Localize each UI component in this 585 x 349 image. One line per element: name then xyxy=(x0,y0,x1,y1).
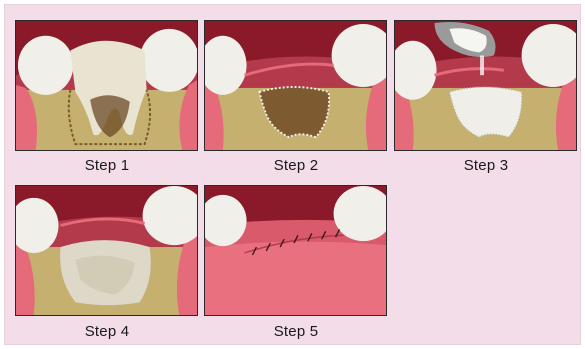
step-1-illustration xyxy=(15,20,198,151)
procedure-figure: Step 1 Step 2 xyxy=(4,4,581,345)
step-3-illustration xyxy=(394,20,577,151)
step-5-caption: Step 5 xyxy=(206,323,386,340)
step-4-illustration xyxy=(15,185,198,316)
step-4-caption: Step 4 xyxy=(17,323,197,340)
step-2-caption: Step 2 xyxy=(206,157,386,174)
step-5-illustration xyxy=(204,185,387,316)
step-2-illustration xyxy=(204,20,387,151)
step-1-caption: Step 1 xyxy=(17,157,197,174)
step-3-caption: Step 3 xyxy=(396,157,576,174)
